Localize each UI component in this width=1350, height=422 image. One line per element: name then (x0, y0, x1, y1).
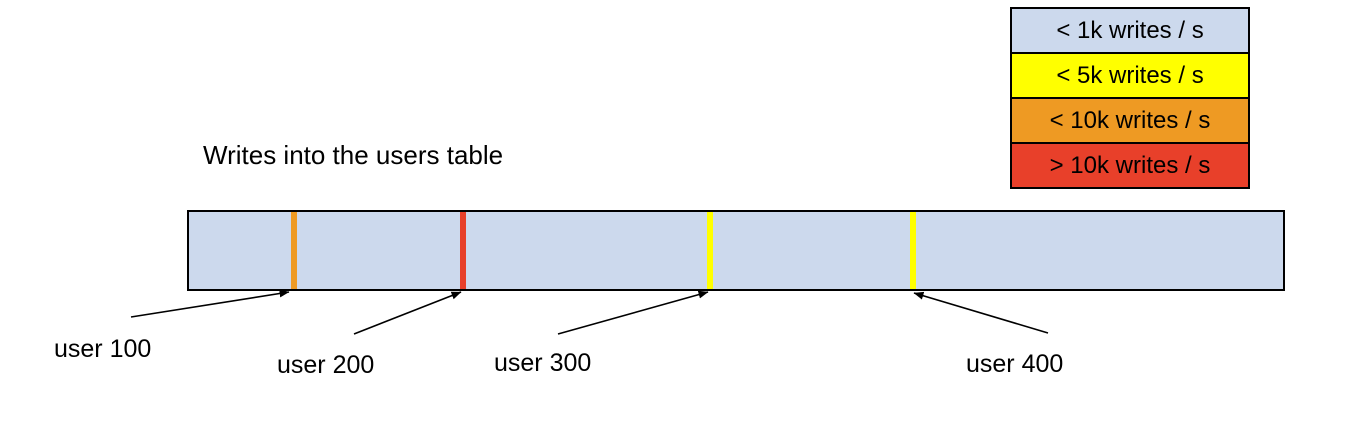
diagram-title: Writes into the users table (203, 140, 504, 170)
legend: < 1k writes / s < 5k writes / s < 10k wr… (1010, 7, 1250, 189)
arrow-user-100 (130, 289, 290, 318)
hotspot-marker-user-100 (291, 212, 297, 289)
legend-item-gt-10k: > 10k writes / s (1010, 142, 1250, 189)
hotspot-marker-user-200 (460, 212, 466, 289)
legend-item-label: > 10k writes / s (1049, 151, 1211, 179)
hotspot-marker-user-400 (910, 212, 916, 289)
hotspot-marker-user-300 (707, 212, 713, 289)
legend-item-label: < 5k writes / s (1056, 61, 1204, 89)
legend-item-lt-1k: < 1k writes / s (1010, 7, 1250, 54)
label-user-400: user 400 (966, 350, 1064, 378)
users-table-bar (187, 210, 1285, 291)
legend-item-lt-10k: < 10k writes / s (1010, 97, 1250, 144)
legend-item-label: < 10k writes / s (1049, 106, 1211, 134)
label-user-100: user 100 (54, 335, 152, 363)
arrow-user-400 (913, 291, 1049, 334)
label-user-300: user 300 (494, 349, 592, 377)
legend-item-label: < 1k writes / s (1056, 16, 1204, 44)
label-user-200: user 200 (277, 351, 375, 379)
arrow-user-300 (557, 290, 709, 335)
arrow-user-200 (353, 291, 462, 335)
legend-item-lt-5k: < 5k writes / s (1010, 52, 1250, 99)
